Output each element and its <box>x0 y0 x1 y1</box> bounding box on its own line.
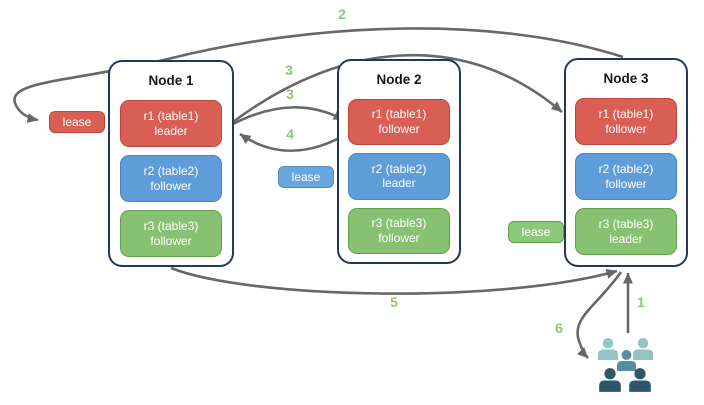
step-label-5: 5 <box>390 294 398 310</box>
replica-role: follower <box>150 178 192 193</box>
replica-name: r2 (table2) <box>598 161 654 176</box>
step-label-6: 6 <box>555 320 563 336</box>
node-3-box: Node 3 r1 (table1) follower r2 (table2) … <box>564 58 688 267</box>
replica-name: r2 (table2) <box>371 161 427 176</box>
clients-group-icon <box>598 338 653 392</box>
replica-role: leader <box>154 123 188 138</box>
step-label-3-node2: 3 <box>286 86 294 102</box>
node-1-replica-r3: r3 (table3) follower <box>120 210 222 257</box>
replica-role: leader <box>382 176 416 191</box>
lease-badge-table3: lease <box>508 221 564 243</box>
node-3-replica-r2: r2 (table2) follower <box>575 153 677 200</box>
arrow-3-replicate-to-node2 <box>232 106 345 126</box>
node-2-replica-r2: r2 (table2) leader <box>348 153 450 200</box>
replica-role: follower <box>378 121 420 136</box>
replica-role: follower <box>605 121 647 136</box>
arrow-6-node3-to-client <box>576 271 623 359</box>
arrow-4-ack-to-node1 <box>239 130 351 152</box>
step-label-3-node3: 3 <box>285 62 293 78</box>
node-1-replica-r2: r2 (table2) follower <box>120 155 222 202</box>
node-1-box: Node 1 r1 (table1) leader r2 (table2) fo… <box>108 60 234 267</box>
replica-name: r1 (table1) <box>143 108 199 123</box>
replica-name: r1 (table1) <box>371 107 427 122</box>
arrow-3-replicate-to-node3 <box>232 53 563 124</box>
step-label-1: 1 <box>637 294 645 310</box>
node-1-replica-r1: r1 (table1) leader <box>120 100 222 147</box>
replica-role: follower <box>150 233 192 248</box>
lease-badge-table2: lease <box>278 166 334 188</box>
node-3-replica-r3: r3 (table3) leader <box>575 208 677 255</box>
arrow-5-node1-to-node3 <box>170 266 618 295</box>
replica-role: leader <box>609 231 643 246</box>
replica-role: follower <box>378 230 420 245</box>
node-2-replica-r3: r3 (table3) follower <box>348 207 450 255</box>
node-2-title: Node 2 <box>376 72 422 87</box>
node-3-replica-r1: r1 (table1) follower <box>575 98 677 145</box>
node-1-title: Node 1 <box>148 73 194 88</box>
arrow-2-leader-to-lease <box>13 27 624 124</box>
step-label-4: 4 <box>286 126 294 142</box>
node-2-box: Node 2 r1 (table1) follower r2 (table2) … <box>337 59 461 264</box>
replica-name: r3 (table3) <box>598 216 654 231</box>
replica-role: follower <box>605 176 647 191</box>
step-label-2: 2 <box>338 6 346 22</box>
replica-name: r2 (table2) <box>143 163 199 178</box>
replica-name: r3 (table3) <box>371 216 427 231</box>
lease-badge-table1: lease <box>49 111 105 133</box>
node-2-replica-r1: r1 (table1) follower <box>348 98 450 146</box>
replica-name: r1 (table1) <box>598 106 654 121</box>
replica-name: r3 (table3) <box>143 218 199 233</box>
node-3-title: Node 3 <box>603 71 649 86</box>
